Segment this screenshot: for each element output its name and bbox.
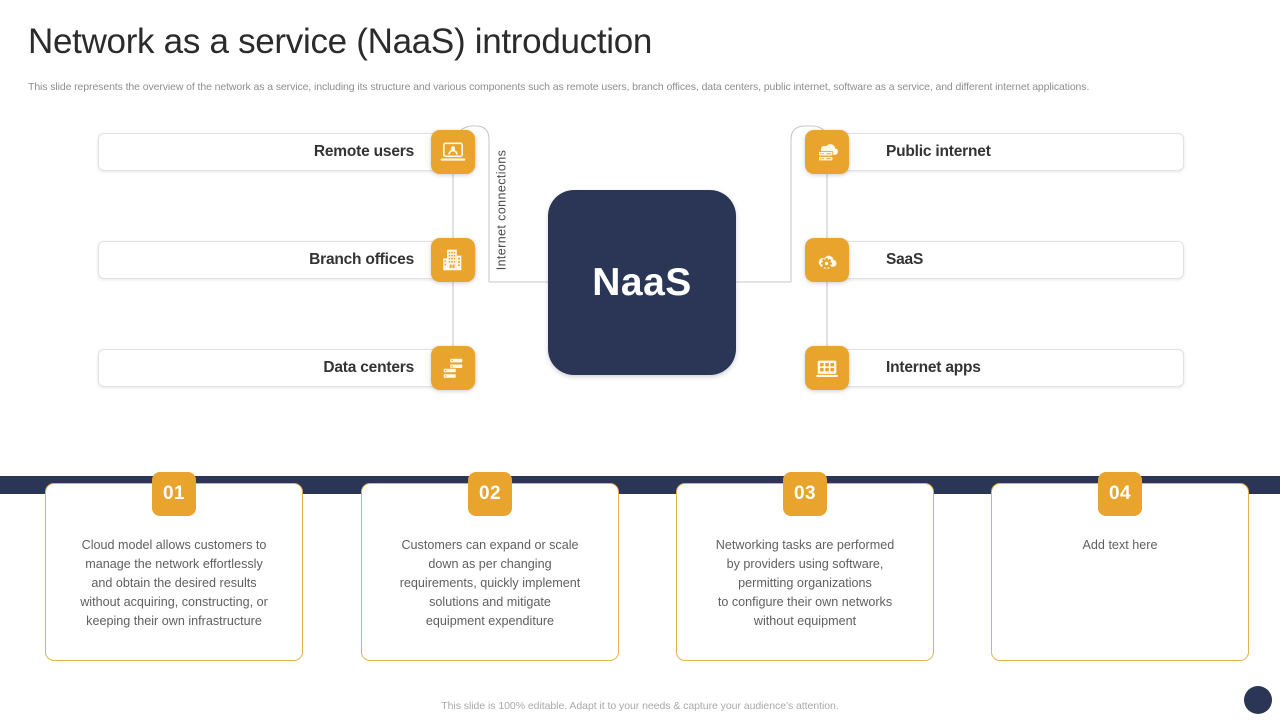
node-branch-offices-bar: Branch offices bbox=[98, 241, 475, 279]
info-card-02[interactable]: 02 Customers can expand or scale down as… bbox=[361, 472, 619, 661]
info-card-03-text: Networking tasks are performed by provid… bbox=[715, 538, 895, 628]
page-subtitle: This slide represents the overview of th… bbox=[28, 81, 1090, 93]
node-branch-offices[interactable]: Branch offices bbox=[98, 238, 475, 282]
node-public-internet-label: Public internet bbox=[886, 143, 991, 160]
info-card-03-number: 03 bbox=[783, 472, 827, 516]
footer-note: This slide is 100% editable. Adapt it to… bbox=[441, 700, 839, 712]
node-remote-users-bar: Remote users bbox=[98, 133, 475, 171]
node-public-internet-bar: Public internet bbox=[827, 133, 1184, 171]
info-card-01-text: Cloud model allows customers to manage t… bbox=[80, 538, 268, 628]
naas-center-node: NaaS bbox=[548, 190, 736, 375]
node-public-internet[interactable]: Public internet bbox=[805, 130, 1184, 174]
node-data-centers-bar: Data centers bbox=[98, 349, 475, 387]
node-remote-users-label: Remote users bbox=[313, 143, 414, 160]
page-title: Network as a service (NaaS) introduction bbox=[28, 22, 653, 61]
info-card-04[interactable]: 04 Add text here bbox=[991, 472, 1249, 661]
server-stack-icon bbox=[431, 346, 475, 390]
info-card-02-text: Customers can expand or scale down as pe… bbox=[399, 538, 581, 628]
info-card-03[interactable]: 03 Networking tasks are performed by pro… bbox=[676, 472, 934, 661]
node-branch-offices-label: Branch offices bbox=[309, 251, 414, 268]
laptop-user-icon bbox=[431, 130, 475, 174]
internet-connections-label: Internet connections bbox=[487, 120, 515, 300]
app-grid-icon bbox=[805, 346, 849, 390]
node-saas-label: SaaS bbox=[886, 251, 924, 268]
info-cards: 01 Cloud model allows customers to manag… bbox=[0, 472, 1280, 663]
internet-connections-text: Internet connections bbox=[494, 149, 509, 271]
cloud-server-icon bbox=[805, 130, 849, 174]
info-card-01-number: 01 bbox=[152, 472, 196, 516]
node-saas[interactable]: SaaS bbox=[805, 238, 1184, 282]
navy-divider-band bbox=[0, 476, 1280, 494]
office-building-icon bbox=[431, 238, 475, 282]
node-saas-bar: SaaS bbox=[827, 241, 1184, 279]
cloud-gear-icon bbox=[805, 238, 849, 282]
info-card-01[interactable]: 01 Cloud model allows customers to manag… bbox=[45, 472, 303, 661]
node-data-centers[interactable]: Data centers bbox=[98, 346, 475, 390]
naas-diagram: Internet connections NaaS Remote users bbox=[0, 110, 1280, 410]
node-internet-apps-bar: Internet apps bbox=[827, 349, 1184, 387]
info-card-04-text: Add text here bbox=[1082, 538, 1158, 552]
naas-center-label: NaaS bbox=[592, 260, 692, 304]
node-internet-apps-label: Internet apps bbox=[886, 359, 981, 376]
node-remote-users[interactable]: Remote users bbox=[98, 130, 475, 174]
corner-dot-decoration bbox=[1244, 686, 1272, 714]
node-data-centers-label: Data centers bbox=[323, 359, 414, 376]
info-card-02-number: 02 bbox=[468, 472, 512, 516]
info-card-04-number: 04 bbox=[1098, 472, 1142, 516]
node-internet-apps[interactable]: Internet apps bbox=[805, 346, 1184, 390]
